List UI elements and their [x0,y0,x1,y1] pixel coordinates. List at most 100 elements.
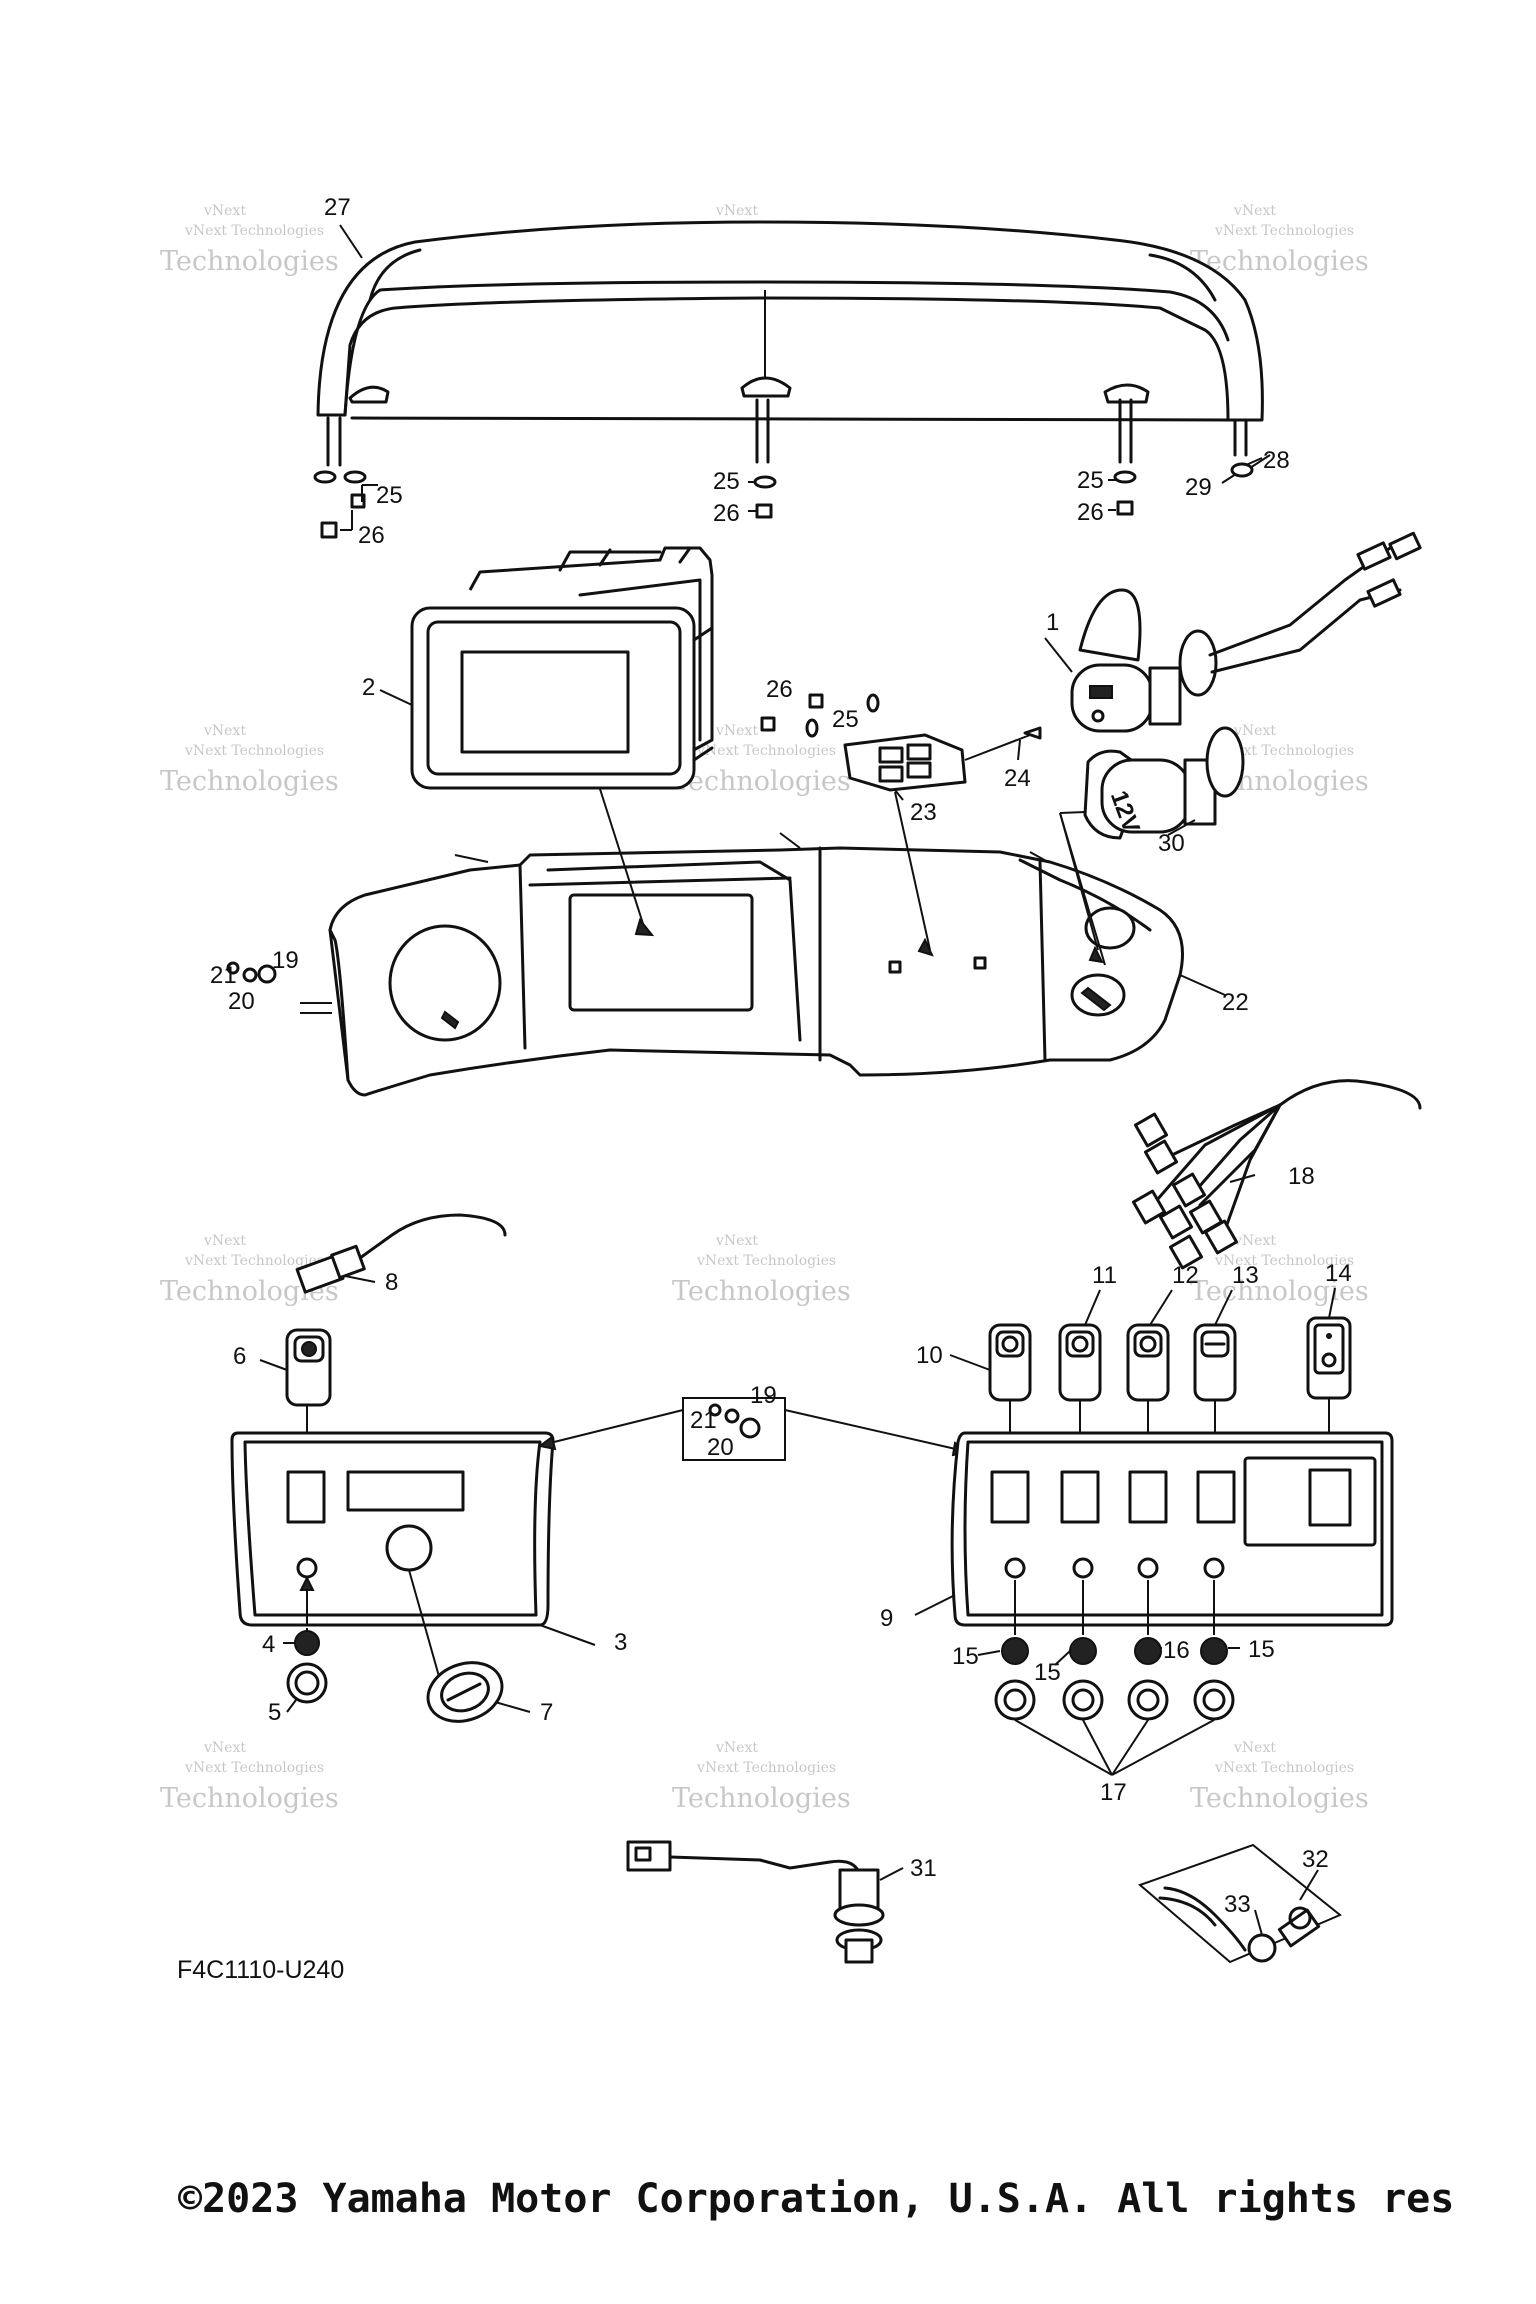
watermark-text: vNext Technologies [184,1253,324,1269]
callout-16: 16 [1163,1637,1190,1664]
watermark-text: vNext [1233,723,1276,739]
callout-22: 22 [1222,989,1249,1016]
callout-23: 23 [910,799,937,826]
callout-7: 7 [540,1699,553,1726]
right-switch-panel [950,1431,1394,1627]
callout-29: 29 [1185,474,1212,501]
callout-4: 4 [262,1631,275,1658]
callout-26: 26 [358,522,385,549]
watermark-text: Technologies [160,246,339,277]
watermark-text: vNext [715,1233,758,1249]
watermark-text: vNext Technologies [1214,1253,1354,1269]
watermark: vNext vNext Technologies Technologies [1190,1740,1369,1814]
watermark-text: vNext [715,203,758,219]
callout-26: 26 [1077,499,1104,526]
copyright-notice: ©2023 Yamaha Motor Corporation, U.S.A. A… [178,2176,1455,2222]
wire-harness [1131,1079,1422,1270]
callout-32: 32 [1302,1846,1329,1873]
watermark: vNext vNext Technologies Technologies [672,1740,851,1814]
callout-33: 33 [1224,1891,1251,1918]
key-set [1138,1843,1342,1964]
callout-25: 25 [713,468,740,495]
watermark-text: Technologies [1190,1783,1369,1814]
callout-21: 21 [210,962,237,989]
callout-5: 5 [268,1699,281,1726]
watermark-text: vNext Technologies [1214,1760,1354,1776]
callout-28: 28 [1263,447,1290,474]
callout-8: 8 [385,1269,398,1296]
callout-26: 26 [766,676,793,703]
watermark-text: Technologies [672,1783,851,1814]
watermark-text: vNext Technologies [696,743,836,759]
watermark-text: Technologies [1190,246,1369,277]
diagram-code: F4C1110-U240 [177,1956,344,1984]
callout-15: 15 [1034,1659,1061,1686]
dash-panel [300,832,1184,1097]
12v-socket: 12V [1083,726,1245,840]
callout-25: 25 [832,706,859,733]
watermark: vNext vNext Technologies Technologies [672,723,851,797]
callout-24: 24 [1004,765,1031,792]
watermark-text: vNext Technologies [1214,223,1354,239]
switch-connector [843,726,1042,792]
washers-and-nuts-top [313,457,1263,539]
watermark-text: vNext [1233,1740,1276,1756]
callout-20: 20 [228,988,255,1015]
pointer-lines [599,788,1106,966]
small-nut-and-washer [760,693,880,738]
callout-19: 19 [272,947,299,974]
watermark-text: vNext Technologies [184,743,324,759]
callout-21: 21 [690,1407,717,1434]
watermark: vNext vNext Technologies Technologies [160,203,339,277]
callout-leaders [259,224,1336,1936]
watermark: vNext vNext Technologies Technologies [1190,1233,1369,1307]
callout-13: 13 [1232,1262,1259,1289]
watermark-text: Technologies [1190,1276,1369,1307]
watermark-text: vNext [715,723,758,739]
callout-12: 12 [1172,1262,1199,1289]
callout-9: 9 [880,1605,893,1632]
connector-harness [295,1213,507,1294]
watermark: vNext vNext Technologies Technologies [160,1740,339,1814]
callout-31: 31 [910,1855,937,1882]
watermark-text: Technologies [160,1783,339,1814]
callout-27: 27 [324,194,351,221]
watermark-text: Technologies [672,766,851,797]
watermark-text: vNext Technologies [696,1760,836,1776]
callout-15: 15 [1248,1636,1275,1663]
watermark-text: vNext Technologies [184,1760,324,1776]
watermark: vNext vNext Technologies Technologies [1190,203,1369,277]
watermark-text: vNext [203,1233,246,1249]
left-panel-bottom-parts [286,1569,504,1723]
callout-17: 17 [1100,1779,1127,1806]
callout-15: 15 [952,1643,979,1670]
callout-19: 19 [750,1382,777,1409]
callout-3: 3 [614,1629,627,1656]
harness-31 [626,1840,885,1964]
callout-26: 26 [713,500,740,527]
watermark-text: vNext [203,203,246,219]
watermark-text: vNext [203,1740,246,1756]
callout-11: 11 [1092,1262,1117,1289]
roof-grab-handle [316,220,1264,422]
callout-20: 20 [707,1434,734,1461]
callout-25: 25 [1077,467,1104,494]
callout-14: 14 [1325,1260,1352,1287]
watermark-text: vNext Technologies [696,1253,836,1269]
callout-1: 1 [1046,609,1059,636]
callout-30: 30 [1158,830,1185,857]
left-switch-panel [230,1431,555,1627]
watermark: vNext vNext Technologies Technologies [160,723,339,797]
washer-set-left [226,961,277,984]
watermark-text: vNext [1233,203,1276,219]
callout-10: 10 [916,1342,943,1369]
callout-6: 6 [233,1343,246,1370]
watermark-text: vNext [1233,1233,1276,1249]
display-unit [410,546,714,790]
rocker-switch-6 [285,1328,332,1478]
watermark-text: Technologies [160,766,339,797]
callout-25: 25 [376,482,403,509]
watermark-text: vNext Technologies [184,223,324,239]
watermark-text: vNext [715,1740,758,1756]
